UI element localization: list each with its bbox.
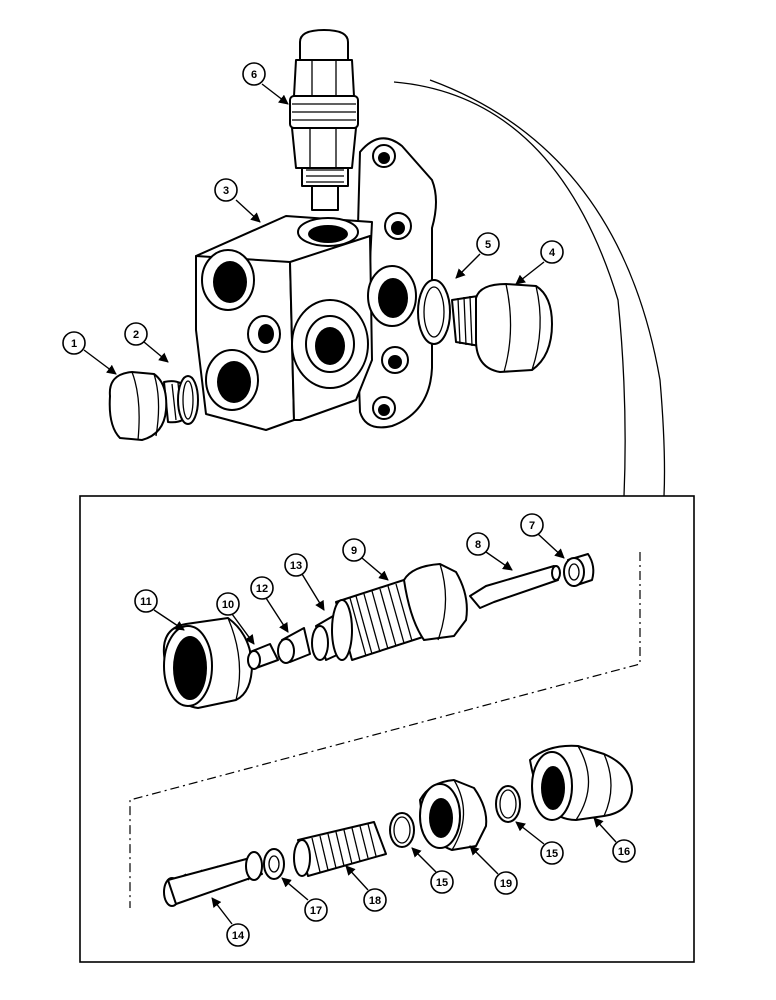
callout-label-7: 7 — [529, 520, 535, 532]
callout-label-11: 11 — [140, 596, 152, 608]
adjuster-screw-18 — [293, 821, 387, 877]
callout-8: 8 — [466, 532, 513, 571]
callout-label-16: 16 — [618, 846, 630, 858]
callout-19: 19 — [469, 845, 518, 895]
callout-16: 16 — [593, 817, 636, 863]
callout-2: 2 — [124, 322, 169, 363]
callout-5: 5 — [455, 232, 500, 279]
callout-label-5: 5 — [485, 239, 491, 251]
callout-4: 4 — [515, 240, 564, 285]
callout-label-15-right: 15 — [546, 848, 558, 860]
callout-14: 14 — [211, 897, 250, 947]
callout-3: 3 — [214, 178, 261, 223]
callout-label-3: 3 — [223, 185, 229, 197]
seat-12 — [277, 627, 311, 664]
o-ring-15-left — [389, 812, 415, 848]
callout-label-1: 1 — [71, 338, 77, 350]
relief-valve-cartridge — [289, 29, 359, 211]
callout-label-12: 12 — [256, 583, 268, 595]
callout-9: 9 — [342, 538, 389, 581]
spring-14 — [163, 851, 263, 907]
callout-1: 1 — [62, 331, 117, 375]
pin-8 — [469, 565, 561, 609]
callout-10: 10 — [216, 592, 255, 645]
callout-13: 13 — [284, 553, 325, 611]
callout-11: 11 — [134, 589, 185, 631]
washer-7 — [563, 553, 595, 587]
callout-label-10: 10 — [222, 599, 234, 611]
poppet-10 — [247, 643, 279, 670]
locknut-19 — [419, 779, 488, 851]
washer-17 — [263, 848, 285, 880]
callout-17: 17 — [281, 877, 328, 922]
callout-label-15-left: 15 — [436, 877, 448, 889]
callout-7: 7 — [520, 513, 565, 559]
callout-label-17: 17 — [310, 905, 322, 917]
callout-15-right: 15 — [515, 821, 564, 865]
callout-label-14: 14 — [232, 930, 245, 942]
callout-12: 12 — [250, 576, 289, 633]
callout-label-18: 18 — [369, 895, 381, 907]
callout-15-left: 15 — [411, 847, 454, 894]
callout-6: 6 — [242, 62, 289, 105]
plug-and-seal-left — [108, 371, 199, 441]
plug-and-seal-right — [417, 279, 553, 373]
callout-label-4: 4 — [549, 247, 556, 259]
valve-block-assembly — [195, 137, 437, 431]
cap-nut-16 — [529, 744, 633, 821]
cartridge-body-9 — [311, 563, 468, 661]
callout-label-9: 9 — [351, 545, 357, 557]
callout-label-13: 13 — [290, 560, 302, 572]
cartridge-nut — [162, 617, 253, 709]
callout-label-2: 2 — [133, 329, 139, 341]
callout-label-8: 8 — [475, 539, 481, 551]
detail-frame — [79, 495, 695, 963]
o-ring-15-right — [495, 785, 521, 823]
callout-18: 18 — [345, 865, 387, 912]
callout-label-6: 6 — [251, 69, 257, 81]
callout-label-19: 19 — [500, 878, 512, 890]
